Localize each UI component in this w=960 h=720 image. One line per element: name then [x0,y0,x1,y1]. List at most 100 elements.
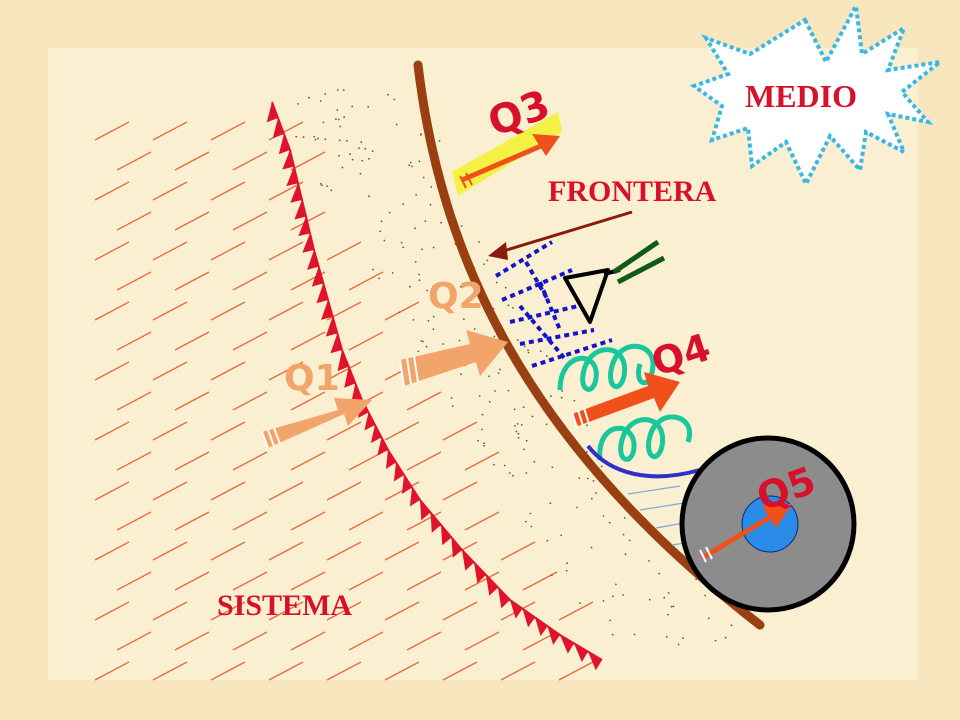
system-dash [268,661,304,681]
speckle-dot [359,172,362,175]
system-dash [348,571,384,591]
speckle-dot [425,345,428,348]
speckle-dot [379,230,382,233]
speckle-dot [427,319,430,322]
system-dash [442,481,478,501]
system-dash [152,241,188,261]
system-dash [94,661,130,681]
system-dash [406,511,442,531]
speckle-dot [517,436,520,439]
system-dash [210,661,246,681]
speckle-dot [608,521,611,524]
speckle-dot [422,340,424,343]
system-dash [268,181,304,201]
speckle-dot [586,424,588,427]
speckle-dot [430,186,433,188]
speckle-dot [361,159,364,162]
speckle-dot [473,328,476,330]
system-dash [268,481,304,501]
system-dash [442,421,478,441]
speckle-dot [339,125,342,128]
system-dash [326,361,362,381]
speckle-dot [624,553,627,556]
speckle-dot [566,562,568,565]
speckle-dot [367,105,370,108]
system-dash [174,211,210,231]
speckle-dot [400,241,403,244]
system-dash [116,151,152,171]
sawtooth-tooth [344,366,356,388]
system-dash [326,541,362,561]
speckle-dot [612,595,614,598]
speckle-dot [326,185,328,188]
system-dash [210,301,246,321]
speckle-dot [539,350,542,353]
speckle-dot [488,400,491,403]
speckle-dot [495,281,498,284]
speckle-dot [342,89,345,91]
system-dash [116,631,152,651]
system-dash [152,181,188,201]
speckle-dot [360,141,363,144]
speckle-dot [330,189,333,192]
speckle-dot [417,350,420,353]
speckle-dot [525,439,528,442]
speckle-dot [585,451,588,453]
system-dash [174,331,210,351]
system-dash [442,601,478,621]
system-dash [152,301,188,321]
speckle-dot [432,328,435,330]
system-dash [210,541,246,561]
system-dash [268,601,304,621]
speckle-dot [319,182,322,185]
system-dash [464,511,500,531]
sawtooth-tooth [393,462,404,482]
speckle-dot [516,339,519,341]
sistema-label: SISTEMA [217,589,352,622]
speckle-dot [351,158,354,161]
system-dash [326,481,362,501]
frontera-pointer-arrow [488,210,633,260]
speckle-dot [421,248,423,251]
speckle-dot [658,572,661,575]
speckle-dot [414,227,416,230]
speckle-dot [623,517,626,519]
speckle-dot [663,596,666,599]
speckle-dot [576,506,578,509]
system-dash [290,511,326,531]
speckle-dot [297,103,299,105]
sawtooth-tooth [474,562,486,584]
speckle-dot [573,399,576,402]
sawtooth-tooth [290,183,302,203]
speckle-dot [424,220,427,223]
speckle-dot [364,147,367,150]
system-dash [94,301,130,321]
system-dash [152,661,188,681]
speckle-dot [420,340,423,342]
speckle-dot [512,307,514,309]
speckle-dot [338,154,340,157]
sawtooth-wall [266,102,602,671]
sawtooth-tooth [364,412,375,431]
speckle-dot [531,415,534,418]
speckle-dot [460,225,463,227]
speckle-dot [483,442,486,445]
speckle-dot [579,602,581,604]
speckle-dot [611,633,614,636]
speckle-dot [402,246,405,249]
speckle-dot [695,578,697,581]
system-dash [406,451,442,471]
speckle-dot [324,93,327,95]
speckle-dot [429,203,432,206]
speckle-dot [319,100,322,102]
system-dash [232,631,268,651]
speckle-dot [520,424,523,426]
system-dash [268,301,304,321]
speckle-dot [724,636,727,639]
system-dash [174,391,210,411]
system-dash [116,211,152,231]
speckle-dot [313,135,316,138]
system-dash [384,421,420,441]
speckle-dot [527,351,530,354]
